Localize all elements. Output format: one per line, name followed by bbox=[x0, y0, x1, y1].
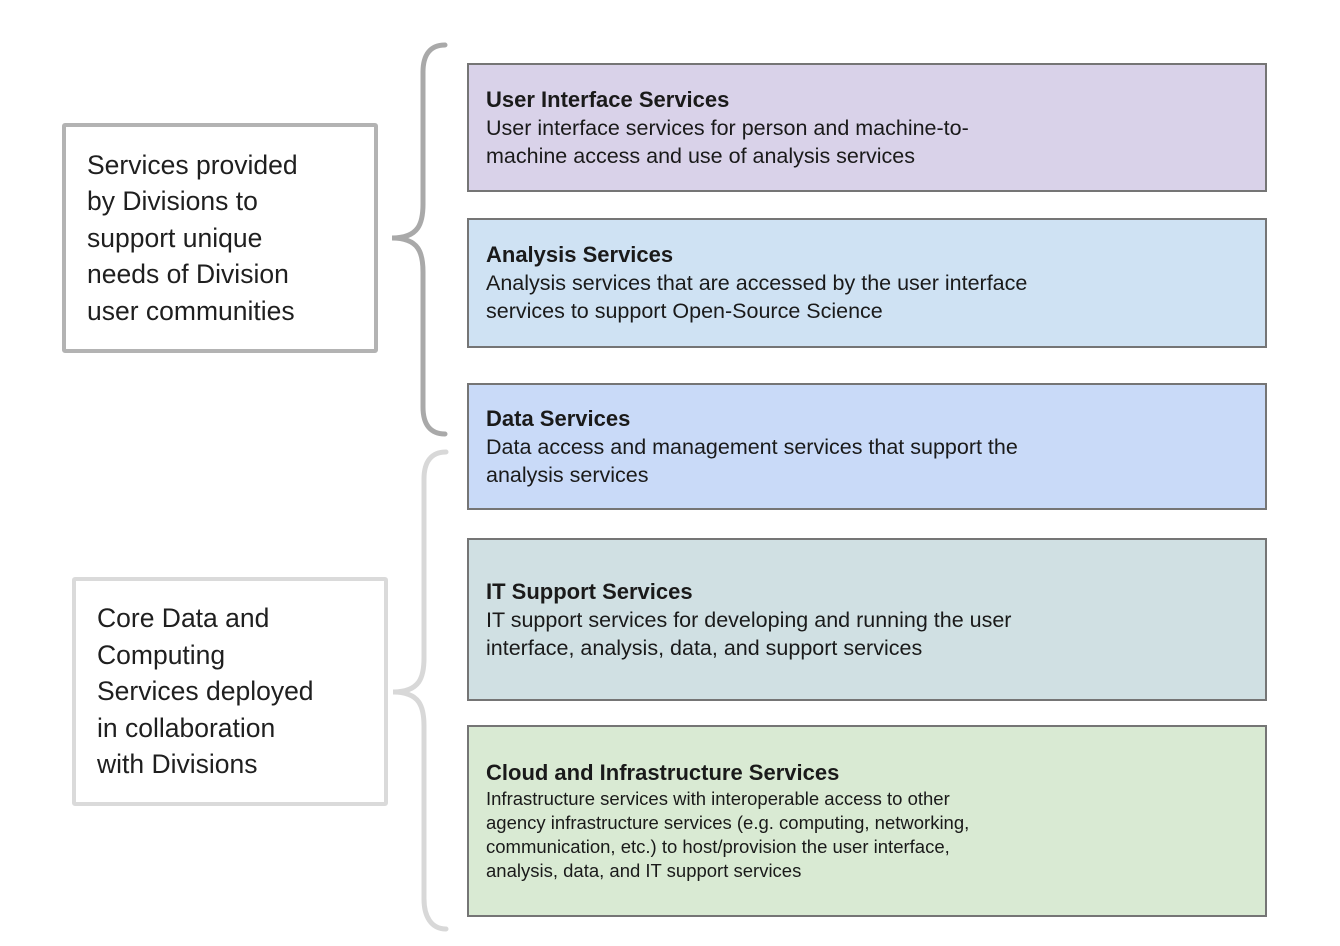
service-box-data-title: Data Services bbox=[486, 405, 631, 431]
service-box-it-support-desc: IT support services for developing and r… bbox=[486, 607, 1012, 660]
service-box-user-interface: User Interface Services User interface s… bbox=[467, 63, 1267, 192]
service-box-analysis: Analysis Services Analysis services that… bbox=[467, 218, 1267, 348]
service-box-cloud-infrastructure-desc: Infrastructure services with interoperab… bbox=[486, 788, 970, 881]
brace-bottom-path bbox=[392, 449, 449, 932]
service-box-data: Data Services Data access and management… bbox=[467, 383, 1267, 510]
brace-bottom bbox=[392, 449, 449, 932]
service-box-user-interface-desc: User interface services for person and m… bbox=[486, 115, 969, 168]
left-label-core-services-text: Core Data and Computing Services deploye… bbox=[97, 603, 314, 780]
service-box-cloud-infrastructure-title: Cloud and Infrastructure Services bbox=[486, 760, 840, 785]
left-label-division-services: Services provided by Divisions to suppor… bbox=[62, 123, 378, 353]
brace-top-path bbox=[391, 42, 448, 437]
service-box-data-desc: Data access and management services that… bbox=[486, 434, 1018, 487]
left-label-division-services-text: Services provided by Divisions to suppor… bbox=[87, 149, 298, 326]
service-box-cloud-infrastructure: Cloud and Infrastructure Services Infras… bbox=[467, 725, 1267, 917]
service-box-it-support: IT Support Services IT support services … bbox=[467, 538, 1267, 701]
brace-top bbox=[391, 42, 448, 437]
service-box-analysis-desc: Analysis services that are accessed by t… bbox=[486, 271, 1028, 323]
left-label-core-services: Core Data and Computing Services deploye… bbox=[72, 577, 388, 806]
service-box-analysis-title: Analysis Services bbox=[486, 242, 674, 267]
service-box-user-interface-title: User Interface Services bbox=[486, 86, 730, 112]
service-box-it-support-title: IT Support Services bbox=[486, 578, 693, 604]
